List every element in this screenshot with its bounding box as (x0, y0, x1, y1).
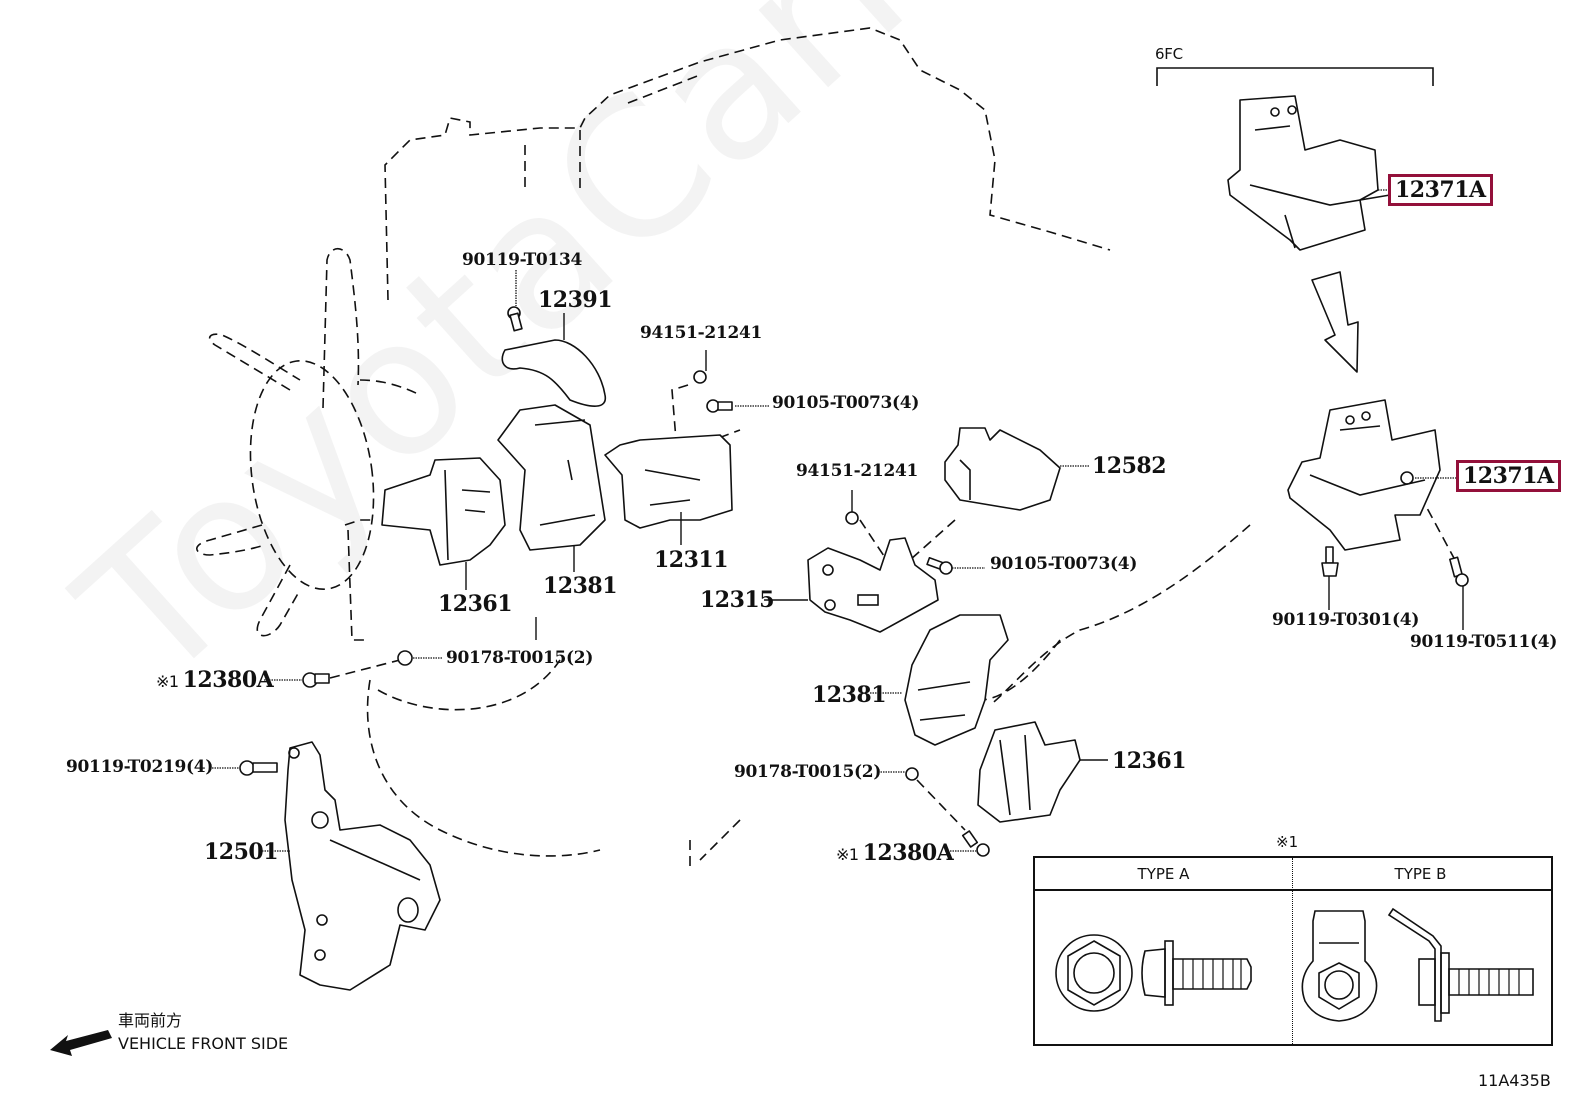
part-label-12315[interactable]: 12315 (700, 587, 775, 613)
part-label-12381-upper[interactable]: 12381 (543, 573, 618, 599)
insulator-12391 (501, 339, 606, 407)
bolt-with-tab-type-b-icon (1301, 907, 1534, 1022)
direction-note-english: VEHICLE FRONT SIDE (118, 1034, 289, 1053)
bolt-90105-T0073-lower-icon (926, 556, 985, 575)
part-label-90119-T0511[interactable]: 90119-T0511(4) (1410, 632, 1558, 652)
reference-mark: ※1 (836, 845, 859, 864)
part-label-12311[interactable]: 12311 (654, 547, 729, 573)
legend-reference-mark: ※1 (1276, 833, 1299, 851)
left-arrow-icon (50, 1030, 112, 1056)
part-label-90178-T0015-upper[interactable]: 90178-T0015(2) (446, 648, 594, 668)
part-label-12501[interactable]: 12501 (204, 839, 279, 865)
part-label-12361-lower[interactable]: 12361 (1112, 748, 1187, 774)
part-label-90119-T0301[interactable]: 90119-T0301(4) (1272, 610, 1420, 630)
part-label-94151-21241-lower[interactable]: 94151-21241 (796, 461, 919, 481)
engine-mount-12371A-middle (1287, 399, 1441, 551)
insulator-12361-left (381, 457, 506, 566)
part-label-12361-left[interactable]: 12361 (438, 591, 513, 617)
bracket-12381-lower (904, 614, 1009, 746)
bracket-12311 (604, 434, 733, 529)
part-label-12371A-top[interactable]: 12371A (1388, 174, 1493, 206)
part-label-12582[interactable]: 12582 (1092, 453, 1167, 479)
nut-94151-21241-upper-icon (693, 350, 707, 384)
engine-lower-outline (366, 524, 1251, 870)
legend-type-b-label: TYPE B (1394, 865, 1447, 883)
flange-bolt-type-a-icon (1055, 934, 1252, 1012)
bolt-90105-T0073-upper-icon (706, 399, 770, 413)
part-label-12371A-middle[interactable]: 12371A (1456, 460, 1561, 492)
nut-94151-21241-lower-icon (845, 490, 859, 525)
direction-note-japanese: 車両前方 (118, 1011, 183, 1030)
variant-bracket (1156, 67, 1434, 86)
bolt-90119-T0511-icon (1449, 556, 1469, 630)
bolt-90119-T0301-icon (1321, 546, 1339, 610)
insulator-12361-lower (977, 721, 1081, 823)
bracket-12501 (284, 741, 441, 991)
part-label-12381-lower[interactable]: 12381 (812, 682, 887, 708)
cover-12582 (944, 427, 1061, 511)
part-label-90119-T0219[interactable]: 90119-T0219(4) (66, 757, 214, 777)
legend-divider (1292, 858, 1293, 1044)
bolt-12380A-lower-icon (961, 830, 990, 857)
nut-90178-T0015-upper-icon (397, 650, 443, 666)
bracket-12315 (807, 537, 939, 633)
engine-block-outline (384, 27, 1111, 301)
variant-label: 6FC (1155, 45, 1183, 63)
part-label-90178-T0015-lower[interactable]: 90178-T0015(2) (734, 762, 882, 782)
figure-code: 11A435B (1478, 1071, 1551, 1090)
part-label-90105-T0073-lower[interactable]: 90105-T0073(4) (990, 554, 1138, 574)
legend-header (1035, 858, 1551, 891)
bolt-12380A-upper-icon (264, 672, 330, 688)
cooling-fan-outline (196, 247, 421, 637)
engine-mount-12371A-top (1227, 95, 1391, 251)
nut-90178-T0015-lower-icon (878, 767, 919, 781)
bolt-90119-T0219-icon (212, 760, 278, 776)
part-label-94151-21241-upper[interactable]: 94151-21241 (640, 323, 763, 343)
part-label-90119-T0134[interactable]: 90119-T0134 (462, 250, 583, 270)
bracket-12381-upper (497, 404, 606, 551)
legend-type-a-label: TYPE A (1137, 865, 1190, 883)
reference-mark: ※1 (156, 672, 179, 691)
part-label-12391[interactable]: 12391 (538, 287, 613, 313)
part-label-90105-T0073-upper[interactable]: 90105-T0073(4) (772, 393, 920, 413)
bolt-90119-T0134-icon (507, 270, 523, 332)
bolt-type-legend: TYPE A TYPE B (1033, 856, 1553, 1046)
down-arrow-icon (1311, 271, 1359, 373)
